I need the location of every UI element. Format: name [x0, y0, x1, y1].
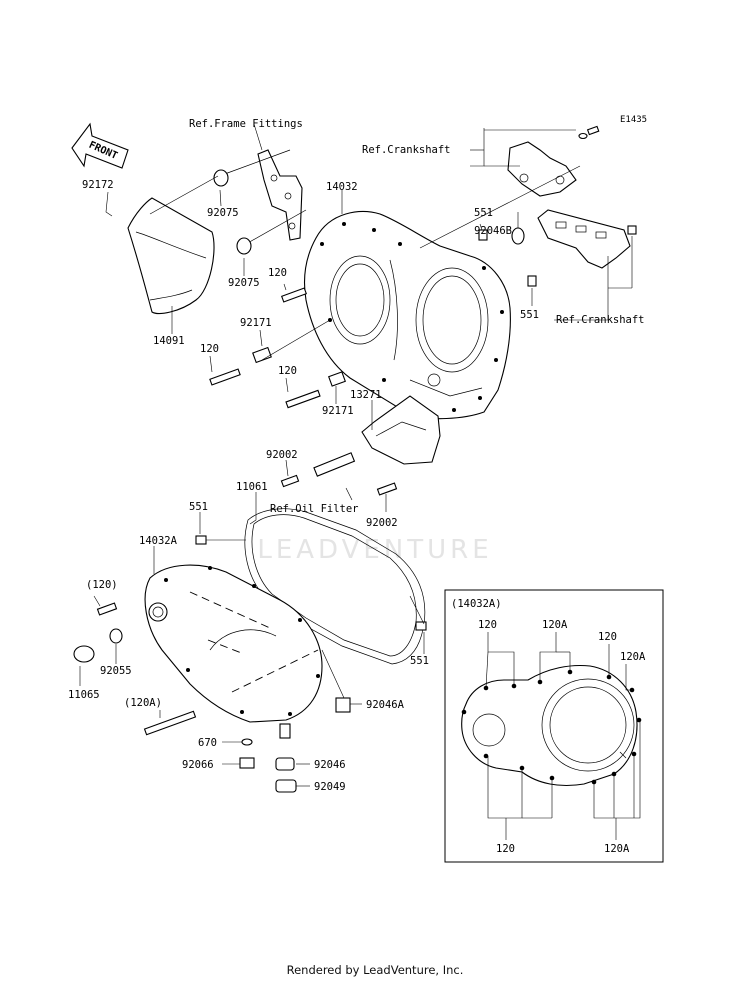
bolt: [627, 225, 637, 235]
part-551-dowel: [527, 275, 537, 287]
part-label: 92046B: [474, 225, 512, 237]
front-arrow-icon: FRONT: [71, 122, 129, 169]
inset-label: 120A: [542, 619, 568, 631]
leader-lines: [79, 123, 633, 787]
bolt-120: [96, 602, 118, 616]
part-label: 14091: [153, 335, 185, 347]
part-label: (120): [86, 579, 118, 591]
ref-frame-fittings: Ref.Frame Fittings: [189, 118, 303, 130]
part-label: 92055: [100, 665, 132, 677]
part-92075-bushing: [236, 237, 252, 255]
part-label: 92046: [314, 759, 346, 771]
inset-label: 120: [496, 843, 515, 855]
crankshaft-ref-part-top: [507, 141, 577, 197]
part-label: 92075: [207, 207, 239, 219]
part-label: 551: [410, 655, 429, 667]
bolt-120: [209, 368, 241, 386]
part-label: 92002: [366, 517, 398, 529]
part-92049-seal: [275, 779, 297, 793]
part-label: 120: [200, 343, 219, 355]
oil-filter-pipe: [313, 452, 356, 477]
part-551-dowel: [195, 535, 207, 545]
footer-credit: Rendered by LeadVenture, Inc.: [286, 963, 464, 977]
part-92046-bushing: [275, 757, 295, 771]
part-13271-plate: [361, 395, 441, 465]
inset-label: 120: [598, 631, 617, 643]
part-label: 92046A: [366, 699, 405, 711]
part-label: 551: [520, 309, 539, 321]
part-label: 551: [474, 207, 493, 219]
part-92171-clip: [252, 346, 272, 364]
part-label: 92049: [314, 781, 346, 793]
part-label: 14032A: [139, 535, 178, 547]
part-label: 92171: [322, 405, 354, 417]
bolt-120a: [143, 710, 197, 736]
part-670-washer: [241, 738, 253, 746]
part-label: 14032: [326, 181, 358, 193]
frame-fitting-bracket: [221, 149, 307, 245]
part-92046a-bushing: [335, 697, 351, 713]
ref-crankshaft-top: Ref.Crankshaft: [362, 144, 451, 156]
inset-label: 120A: [620, 651, 646, 663]
part-14032a-cover: [144, 564, 323, 739]
part-92055-o-ring: [109, 628, 123, 644]
part-14091-cover: [127, 197, 215, 315]
bolt: [586, 125, 600, 136]
part-label: 92075: [228, 277, 260, 289]
bolt-120: [285, 389, 321, 409]
diagram-id: E1435: [620, 115, 647, 125]
part-label: 92002: [266, 449, 298, 461]
part-label: 670: [198, 737, 217, 749]
part-92066-plug: [239, 757, 255, 769]
inset-title: (14032A): [451, 598, 502, 610]
part-92171-clip: [328, 371, 346, 387]
part-label: 120: [268, 267, 287, 279]
part-label: 92066: [182, 759, 214, 771]
part-label: 551: [189, 501, 208, 513]
part-11065-cap: [73, 645, 95, 663]
watermark: LEADVENTURE: [257, 535, 492, 565]
crankshaft-ref-part-right: [537, 209, 631, 269]
part-14032-cover: [303, 211, 511, 420]
bolt-92002: [280, 474, 300, 488]
part-551-dowel: [415, 621, 427, 631]
part-label: 92172: [82, 179, 114, 191]
part-label: 11065: [68, 689, 100, 701]
part-label: 120: [278, 365, 297, 377]
part-label: 13271: [350, 389, 382, 401]
part-label: 92171: [240, 317, 272, 329]
part-551-dowel: [478, 229, 488, 241]
inset-14032a: (14032A): [444, 589, 664, 863]
inset-label: 120A: [604, 843, 630, 855]
ref-oil-filter: Ref.Oil Filter: [270, 503, 359, 515]
bolt-92002: [376, 482, 398, 496]
part-92046b-bushing: [511, 227, 525, 245]
part-label: (120A): [124, 697, 162, 709]
part-92075-bushing: [213, 169, 229, 187]
bolt-120: [280, 287, 308, 303]
ref-crankshaft-right: Ref.Crankshaft: [556, 314, 645, 326]
part-label: 11061: [236, 481, 268, 493]
washer: [578, 132, 588, 140]
inset-label: 120: [478, 619, 497, 631]
